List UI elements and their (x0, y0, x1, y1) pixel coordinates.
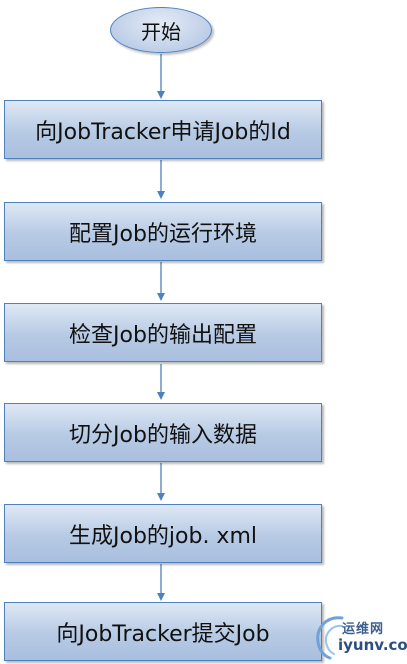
watermark: 运维网 iyunv.com (312, 612, 407, 660)
watermark-top-text: 运维网 (342, 622, 385, 637)
step-label: 配置Job的运行环境 (69, 221, 257, 247)
step-check-output-config: 检查Job的输出配置 (4, 303, 322, 362)
step-label: 检查Job的输出配置 (69, 322, 257, 348)
start-node: 开始 (110, 7, 212, 53)
step-label: 切分Job的输入数据 (69, 422, 257, 448)
step-configure-environment: 配置Job的运行环境 (4, 202, 322, 261)
step-label: 向JobTracker申请Job的Id (35, 119, 291, 145)
step-split-input-data: 切分Job的输入数据 (4, 403, 322, 462)
watermark-bottom-text: iyunv.com (338, 636, 407, 654)
step-submit-job: 向JobTracker提交Job (4, 602, 322, 661)
step-label: 生成Job的job. xml (69, 523, 257, 549)
step-label: 向JobTracker提交Job (56, 621, 270, 647)
start-label: 开始 (141, 19, 181, 44)
step-request-job-id: 向JobTracker申请Job的Id (4, 100, 322, 159)
watermark-logo-icon (316, 616, 344, 660)
step-generate-job-xml: 生成Job的job. xml (4, 504, 322, 563)
